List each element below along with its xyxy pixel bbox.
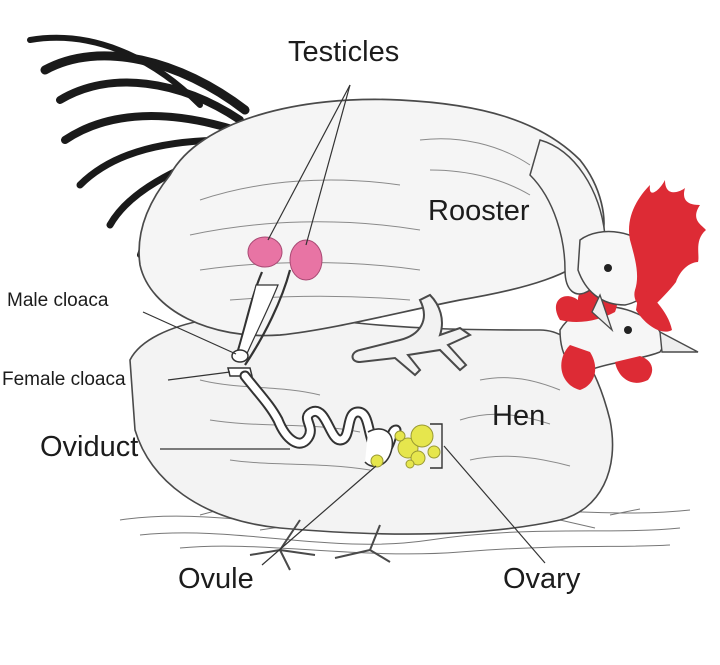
label-ovary: Ovary <box>503 563 581 595</box>
label-testicles: Testicles <box>288 36 400 68</box>
ovary-cluster <box>394 424 441 469</box>
leader-female-cloaca <box>167 371 231 381</box>
hen-eye <box>624 326 632 334</box>
infundibulum <box>364 428 394 468</box>
label-ovule: Ovule <box>178 563 254 595</box>
label-oviduct: Oviduct <box>40 431 139 463</box>
label-rooster: Rooster <box>428 195 530 227</box>
leader-ovule <box>261 465 377 566</box>
ovule-shape <box>370 454 384 468</box>
hen-feather-lines <box>199 377 571 471</box>
rooster-wattle <box>636 285 672 332</box>
leader-testicles-2 <box>305 84 351 246</box>
male-cloaca-shape <box>231 349 249 363</box>
hen-beak <box>659 330 699 353</box>
hen-wattle <box>561 345 596 390</box>
leader-ovary <box>443 445 546 564</box>
leader-testicles-1 <box>267 84 351 241</box>
label-female-cloaca: Female cloaca <box>2 369 126 390</box>
rooster-wing-lines <box>189 138 531 301</box>
testicle-left <box>247 236 283 268</box>
testicle-right <box>289 239 323 281</box>
rooster-eye <box>604 264 612 272</box>
leader-male-cloaca <box>142 311 237 355</box>
rooster-body <box>138 98 605 337</box>
leader-lines <box>142 84 546 566</box>
label-hen: Hen <box>492 400 546 432</box>
rooster-leg <box>351 293 473 377</box>
rooster-comb <box>629 180 706 310</box>
hen-legs <box>249 519 391 571</box>
hen-wattle-2 <box>615 356 653 383</box>
ovary-bracket <box>430 423 443 469</box>
label-male-cloaca: Male cloaca <box>7 290 109 311</box>
rooster-beak <box>591 293 614 333</box>
